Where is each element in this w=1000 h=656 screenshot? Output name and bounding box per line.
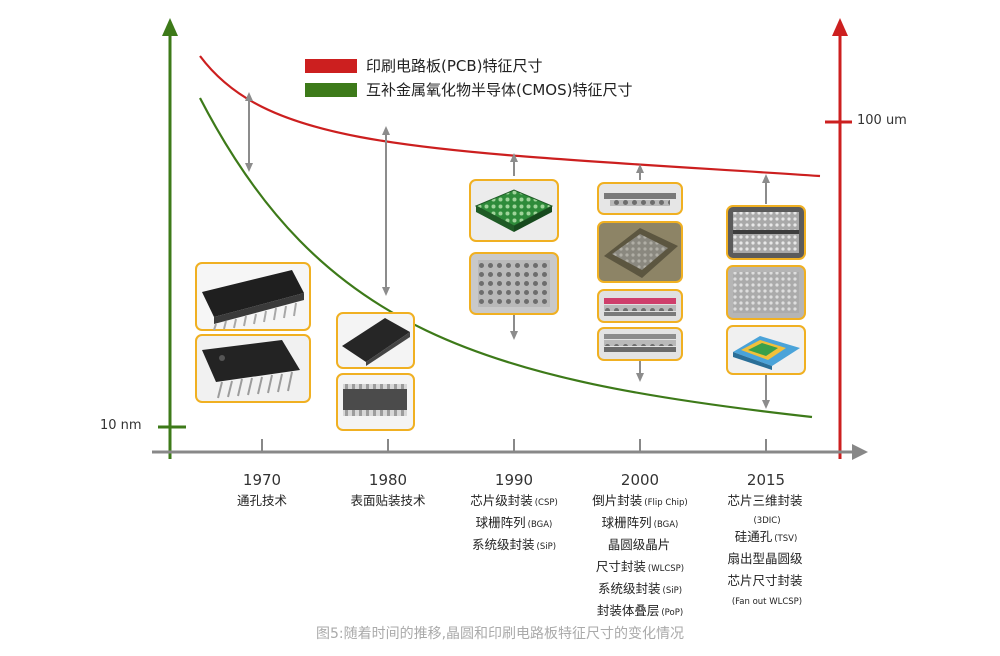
era-techs-2000: 倒片封装(Flip Chip) 球栅阵列(BGA) 晶圆级晶片 尺寸封装(WLC… bbox=[555, 491, 725, 623]
x-axis-ticks bbox=[261, 439, 767, 452]
cmos-curve bbox=[199, 97, 813, 419]
tech-item: 扇出型晶圆级 bbox=[727, 551, 803, 566]
tech-item: 系统级封装(SiP) bbox=[597, 581, 683, 596]
sip-chip-image bbox=[469, 252, 559, 315]
tech-item: 倒片封装(Flip Chip) bbox=[592, 493, 688, 508]
flip-chip-image bbox=[597, 182, 683, 215]
era-year-1970: 1970 bbox=[242, 471, 282, 489]
fanout-chip-image bbox=[726, 325, 806, 375]
era-techs-1990: 芯片级封装(CSP) 球栅阵列(BGA) 系统级封装(SiP) bbox=[429, 491, 599, 557]
tech-item: 球栅阵列(BGA) bbox=[475, 515, 553, 530]
smd-chip-image-1 bbox=[336, 312, 415, 369]
legend-swatch-pcb bbox=[305, 59, 357, 73]
legend-swatch-cmos bbox=[305, 83, 357, 97]
dip-chip-image-2 bbox=[195, 334, 311, 403]
tech-item: 晶圆级晶片 bbox=[607, 537, 671, 552]
tech-item: 球栅阵列(BGA) bbox=[601, 515, 679, 530]
right-axis-label: 100 um bbox=[857, 113, 907, 128]
x-axis-arrow-icon bbox=[852, 444, 868, 460]
legend-label-pcb: 印刷电路板(PCB)特征尺寸 bbox=[366, 57, 543, 75]
stack-chip-image bbox=[597, 327, 683, 361]
left-axis-arrow-icon bbox=[162, 18, 178, 36]
tech-item: 硅通孔(TSV) bbox=[734, 529, 798, 544]
tech-item: 芯片级封装(CSP) bbox=[470, 493, 558, 508]
tech-item: (Fan out WLCSP) bbox=[731, 597, 803, 607]
tech-item: 芯片尺寸封装 bbox=[727, 573, 803, 588]
wlcsp-chip-image bbox=[597, 221, 683, 283]
axes bbox=[152, 18, 868, 460]
legend-label-cmos: 互补金属氧化物半导体(CMOS)特征尺寸 bbox=[366, 81, 633, 99]
bga-chip-image bbox=[469, 179, 559, 242]
era-techs-1980: 表面贴装技术 bbox=[303, 491, 473, 511]
era-year-1980: 1980 bbox=[368, 471, 408, 489]
tech-item: 系统级封装(SiP) bbox=[471, 537, 557, 552]
figure-caption: 图5:随着时间的推移,晶圆和印刷电路板特征尺寸的变化情况 bbox=[315, 626, 685, 642]
chip-images bbox=[195, 179, 806, 431]
era-year-1990: 1990 bbox=[494, 471, 534, 489]
era-techs-2015: 芯片三维封装 (3DIC) 硅通孔(TSV) 扇出型晶圆级 芯片尺寸封装 (Fa… bbox=[681, 491, 851, 609]
pop-chip-image bbox=[597, 289, 683, 323]
tech-item: 尺寸封装(WLCSP) bbox=[595, 559, 685, 574]
era-techs-1970: 通孔技术 bbox=[177, 491, 347, 511]
era-year-2015: 2015 bbox=[746, 471, 786, 489]
era-year-2000: 2000 bbox=[620, 471, 660, 489]
tech-item: 芯片三维封装 bbox=[727, 493, 803, 508]
tsv-chip-image bbox=[726, 265, 806, 320]
left-axis-label: 10 nm bbox=[100, 418, 142, 433]
tech-item: (3DIC) bbox=[753, 516, 781, 526]
dip-chip-image-1 bbox=[195, 262, 311, 331]
3dic-chip-image bbox=[726, 205, 806, 260]
right-axis-arrow-icon bbox=[832, 18, 848, 36]
gap-arrows bbox=[245, 92, 770, 409]
tech-item: 封装体叠层(PoP) bbox=[596, 603, 684, 618]
tech-item: 通孔技术 bbox=[236, 493, 287, 508]
smd-chip-image-2 bbox=[336, 373, 415, 431]
tech-item: 表面贴装技术 bbox=[350, 493, 426, 508]
